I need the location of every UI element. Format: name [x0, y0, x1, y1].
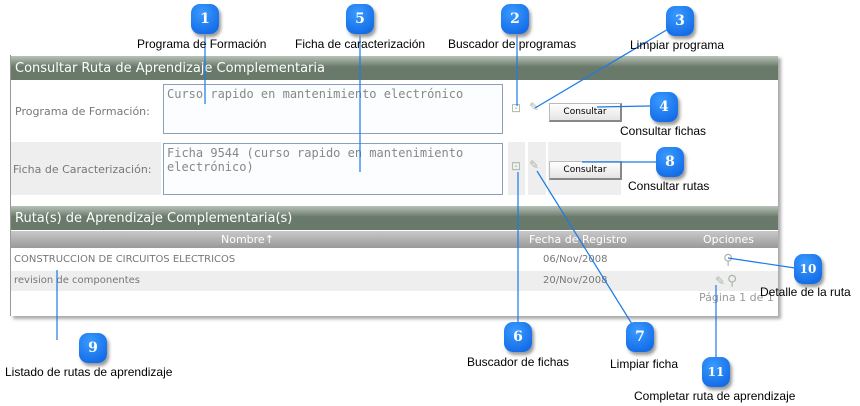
- callout-label-3: Limpiar programa: [630, 38, 725, 52]
- results-header: Ruta(s) de Aprendizaje Complementaria(s): [11, 206, 778, 230]
- callout-badge-7: 7: [626, 322, 654, 352]
- magnifier-icon[interactable]: ⚲: [727, 273, 738, 289]
- programa-label: Programa de Formación:: [15, 105, 150, 118]
- callout-badge-2: 2: [501, 4, 529, 34]
- cell-bg: [508, 142, 525, 195]
- ficha-field[interactable]: Ficha 9544 (curso rapido en mantenimient…: [163, 143, 503, 195]
- col-opciones: Opciones: [703, 233, 754, 246]
- callout-label-6: Buscador de fichas: [467, 355, 570, 369]
- callout-badge-10: 10: [794, 254, 822, 284]
- callout-badge-1: 1: [191, 4, 219, 34]
- magnifier-icon[interactable]: ⚲: [723, 252, 734, 268]
- callout-badge-4: 4: [650, 92, 678, 122]
- callout-badge-8: 8: [656, 147, 684, 177]
- clear-programa-icon[interactable]: ✎: [529, 100, 540, 114]
- callout-label-7: Limpiar ficha: [610, 357, 679, 371]
- col-nombre[interactable]: Nombre↑: [221, 233, 274, 246]
- callout-label-10: Detalle de la ruta: [760, 285, 851, 299]
- cell-bg: [528, 142, 546, 195]
- table-header: Nombre↑ Fecha de Registro Opciones: [11, 231, 778, 248]
- callout-label-2: Buscador de programas: [448, 37, 577, 51]
- row-fecha: 06/Nov/2008: [543, 254, 608, 265]
- callout-label-11: Completar ruta de aprendizaje: [634, 389, 796, 403]
- row-nombre: CONSTRUCCION DE CIRCUITOS ELECTRICOS: [14, 254, 236, 265]
- search-programa-icon[interactable]: ⊡: [511, 101, 522, 115]
- programa-field[interactable]: Curso rapido en mantenimiento electrónic…: [163, 84, 503, 134]
- callout-badge-5: 5: [346, 4, 374, 34]
- table-row: CONSTRUCCION DE CIRCUITOS ELECTRICOS 06/…: [11, 250, 778, 270]
- row-nombre: revision de componentes: [14, 275, 140, 286]
- callout-badge-11: 11: [702, 357, 730, 387]
- callout-badge-3: 3: [666, 6, 694, 36]
- col-fecha[interactable]: Fecha de Registro: [529, 233, 628, 246]
- search-ficha-icon[interactable]: ⊡: [511, 159, 522, 173]
- callout-label-8: Consultar rutas: [628, 179, 710, 193]
- row-fecha: 20/Nov/2008: [543, 275, 608, 286]
- callout-label-5: Ficha de caracterización: [295, 37, 426, 51]
- consultar-fichas-button[interactable]: Consultar: [549, 103, 622, 122]
- pencil-icon[interactable]: ✎: [715, 274, 726, 288]
- callout-label-1: Programa de Formación: [137, 37, 267, 51]
- clear-ficha-icon[interactable]: ✎: [529, 158, 540, 172]
- callout-label-9: Listado de rutas de aprendizaje: [5, 365, 173, 379]
- callout-badge-9: 9: [79, 333, 107, 363]
- form-header: Consultar Ruta de Aprendizaje Complement…: [11, 56, 778, 80]
- table-row: revision de componentes 20/Nov/2008 ✎ ⚲: [11, 271, 778, 291]
- callout-label-4: Consultar fichas: [620, 124, 707, 138]
- pagination: Página 1 de 1: [699, 291, 774, 304]
- callout-badge-6: 6: [504, 322, 532, 352]
- ficha-label: Ficha de Caracterización:: [13, 163, 152, 176]
- ficha-label-bg: [11, 142, 161, 195]
